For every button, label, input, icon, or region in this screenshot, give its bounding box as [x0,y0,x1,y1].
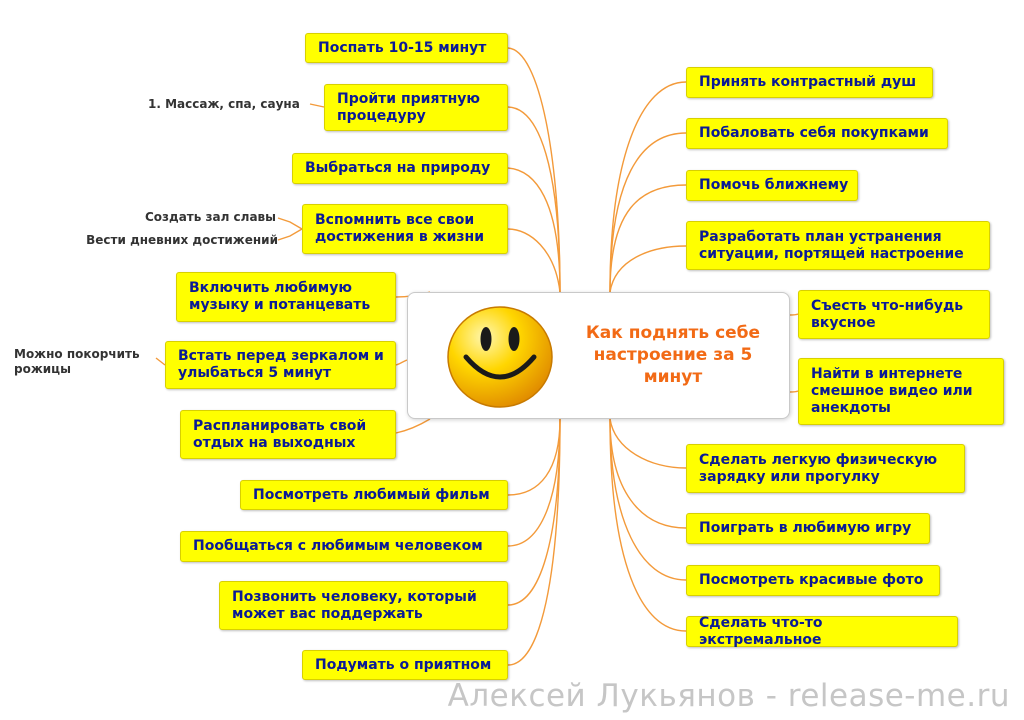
node-nature[interactable]: Выбраться на природу [292,153,508,184]
node-call-support[interactable]: Позвонить человеку, который может вас по… [219,581,508,630]
connector-line [609,418,687,581]
connector-line [395,418,431,434]
connector-line [609,245,687,293]
node-mirror-smile[interactable]: Встать перед зеркалом и улыбаться 5 мину… [165,341,396,389]
node-favorite-movie[interactable]: Посмотреть любимый фильм [240,480,508,510]
node-sleep[interactable]: Поспать 10-15 минут [305,33,508,63]
node-plan-fix[interactable]: Разработать план устранения ситуации, по… [686,221,990,270]
node-achievements[interactable]: Вспомнить все свои достижения в жизни [302,204,508,254]
node-help-others[interactable]: Помочь ближнему [686,170,858,201]
connector-line [609,418,687,469]
connector-line [277,228,303,241]
connector-line [789,390,799,393]
node-music-dance[interactable]: Включить любимую музыку и потанцевать [176,272,396,322]
node-exercise-walk[interactable]: Сделать легкую физическую зарядку или пр… [686,444,965,493]
subtopic-massage-spa[interactable]: 1. Массаж, спа, сауна [148,97,300,111]
connector-line [609,81,687,293]
node-beautiful-photos[interactable]: Посмотреть красивые фото [686,565,940,596]
node-contrast-shower[interactable]: Принять контрастный душ [686,67,933,98]
connector-line [277,217,303,230]
connector-line [609,184,687,293]
watermark: Алексей Лукьянов - release-me.ru [447,678,1010,714]
connector-line [609,418,687,529]
node-loved-one[interactable]: Пообщаться с любимым человеком [180,531,508,562]
node-shopping[interactable]: Побаловать себя покупками [686,118,948,149]
node-weekend-plan[interactable]: Распланировать свой отдых на выходных [180,410,396,459]
smiley-face-icon [447,306,553,408]
connector-line [507,106,561,293]
connector-line [507,228,561,293]
node-eat-tasty[interactable]: Съесть что-нибудь вкусное [798,290,990,339]
central-topic-title: Как поднять себе настроение за 5 минут [585,323,761,387]
connector-line [609,418,687,632]
connector-line [507,418,561,606]
connector-line [507,418,561,666]
node-procedure[interactable]: Пройти приятную процедуру [324,84,508,131]
subtopic-make-faces[interactable]: Можно покорчить рожицы [14,347,140,376]
node-play-game[interactable]: Поиграть в любимую игру [686,513,930,544]
node-think-pleasant[interactable]: Подумать о приятном [302,650,508,680]
connector-line [507,167,561,293]
connector-line [309,103,325,108]
connector-line [609,132,687,293]
connector-line [789,313,799,316]
subtopic-achievement-diary[interactable]: Вести дневних достижений [86,233,278,247]
subtopic-hall-of-fame[interactable]: Создать зал славы [144,210,276,224]
node-funny-videos[interactable]: Найти в интернете смешное видео или анек… [798,358,1004,425]
connector-line [395,359,408,366]
node-extreme[interactable]: Сделать что-то экстремальное [686,615,958,648]
connector-line [155,357,166,366]
connector-line [507,418,561,496]
